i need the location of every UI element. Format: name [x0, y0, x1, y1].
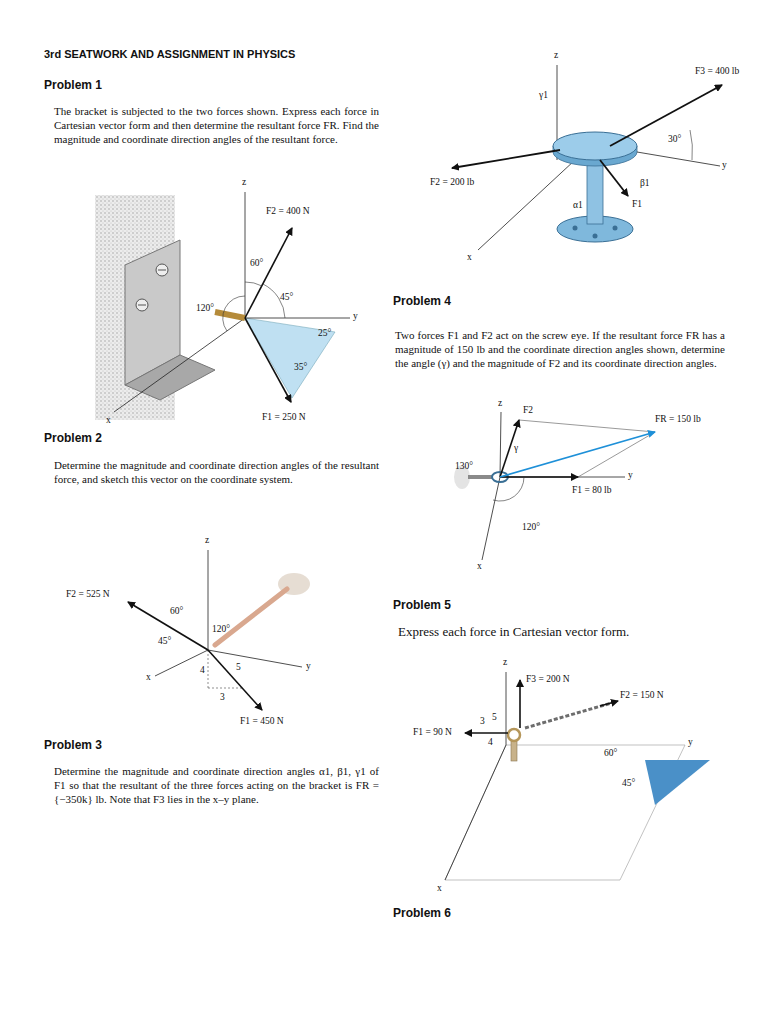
figure-label: 30°: [668, 134, 681, 145]
figure-label: 120°: [212, 624, 230, 635]
figure-label: γ: [514, 443, 518, 454]
figure-label: 45°: [622, 778, 635, 789]
figure-label: 5: [492, 712, 497, 723]
figure-label: 120°: [522, 522, 540, 533]
figure-label: 130°: [455, 461, 473, 472]
figure-label: y: [722, 160, 727, 171]
figure-label: 45°: [280, 292, 293, 303]
problem-heading: Problem 6: [393, 906, 451, 920]
figure-label: F2: [523, 405, 533, 416]
figure-label: F1 = 250 N: [262, 412, 306, 423]
figure-label: F1 = 80 lb: [572, 485, 611, 496]
problem-heading: Problem 1: [44, 78, 102, 92]
eye-bolt-figure: [445, 672, 710, 880]
figure-label: F1 = 450 N: [240, 716, 284, 727]
figure-label: z: [242, 177, 246, 188]
figure-label: 45°: [158, 636, 171, 647]
problem-heading: Problem 2: [44, 431, 102, 445]
figure-label: x: [146, 672, 151, 683]
figure-label: α1: [573, 200, 583, 211]
figure-label: y: [628, 470, 633, 481]
vector-figure: [128, 550, 310, 710]
figure-label: 60°: [604, 748, 617, 759]
problem-text: Determine the magnitude and coordinate d…: [54, 764, 379, 806]
figure-label: 3: [480, 716, 485, 727]
figure-label: 25°: [318, 328, 331, 339]
problem-heading: Problem 5: [393, 598, 451, 612]
bracket-figure: [95, 192, 350, 420]
problem-heading: Problem 3: [44, 738, 102, 752]
figure-label: FR = 150 lb: [655, 414, 701, 425]
figure-label: F3 = 200 N: [526, 674, 570, 685]
figure-label: x: [437, 883, 442, 894]
screw-eye-figure: [454, 412, 655, 560]
post-bracket-figure: [452, 65, 722, 250]
figure-label: F3 = 400 lb: [695, 66, 739, 77]
figure-label: y: [306, 661, 311, 672]
problem-heading: Problem 4: [393, 294, 451, 308]
problem-text: Two forces F1 and F2 act on the screw ey…: [395, 328, 725, 370]
page-title: 3rd SEATWORK AND ASSIGNMENT IN PHYSICS: [44, 48, 295, 60]
figure-label: 4: [200, 665, 205, 676]
figure-label: 60°: [170, 606, 183, 617]
figure-label: z: [498, 398, 502, 409]
problem-text: The bracket is subjected to the two forc…: [54, 104, 379, 146]
figure-label: x: [477, 561, 482, 572]
figure-label: z: [503, 657, 507, 668]
figure-label: γ1: [539, 90, 548, 101]
figure-label: x: [106, 415, 111, 426]
problem-text: Determine the magnitude and coordinate d…: [54, 458, 379, 486]
figure-label: y: [353, 311, 358, 322]
problem-text: Express each force in Cartesian vector f…: [398, 624, 629, 640]
figure-label: F1 = 90 N: [413, 727, 452, 738]
figure-label: F1: [632, 199, 642, 210]
figure-label: β1: [640, 178, 650, 189]
figure-label: 3: [220, 692, 225, 703]
figure-label: 120°: [196, 303, 214, 314]
figure-label: y: [688, 737, 693, 748]
figure-label: 4: [488, 737, 493, 748]
figure-label: 60°: [250, 258, 263, 269]
figure-label: 5: [236, 662, 241, 673]
figure-label: 35°: [294, 362, 307, 373]
figure-label: x: [467, 252, 472, 263]
figure-label: F2 = 525 N: [66, 589, 110, 600]
figure-label: F2 = 200 lb: [430, 177, 474, 188]
figure-label: z: [205, 535, 209, 546]
figure-label: F2 = 400 N: [266, 206, 310, 217]
figure-label: z: [554, 50, 558, 61]
figure-label: F2 = 150 N: [620, 690, 664, 701]
